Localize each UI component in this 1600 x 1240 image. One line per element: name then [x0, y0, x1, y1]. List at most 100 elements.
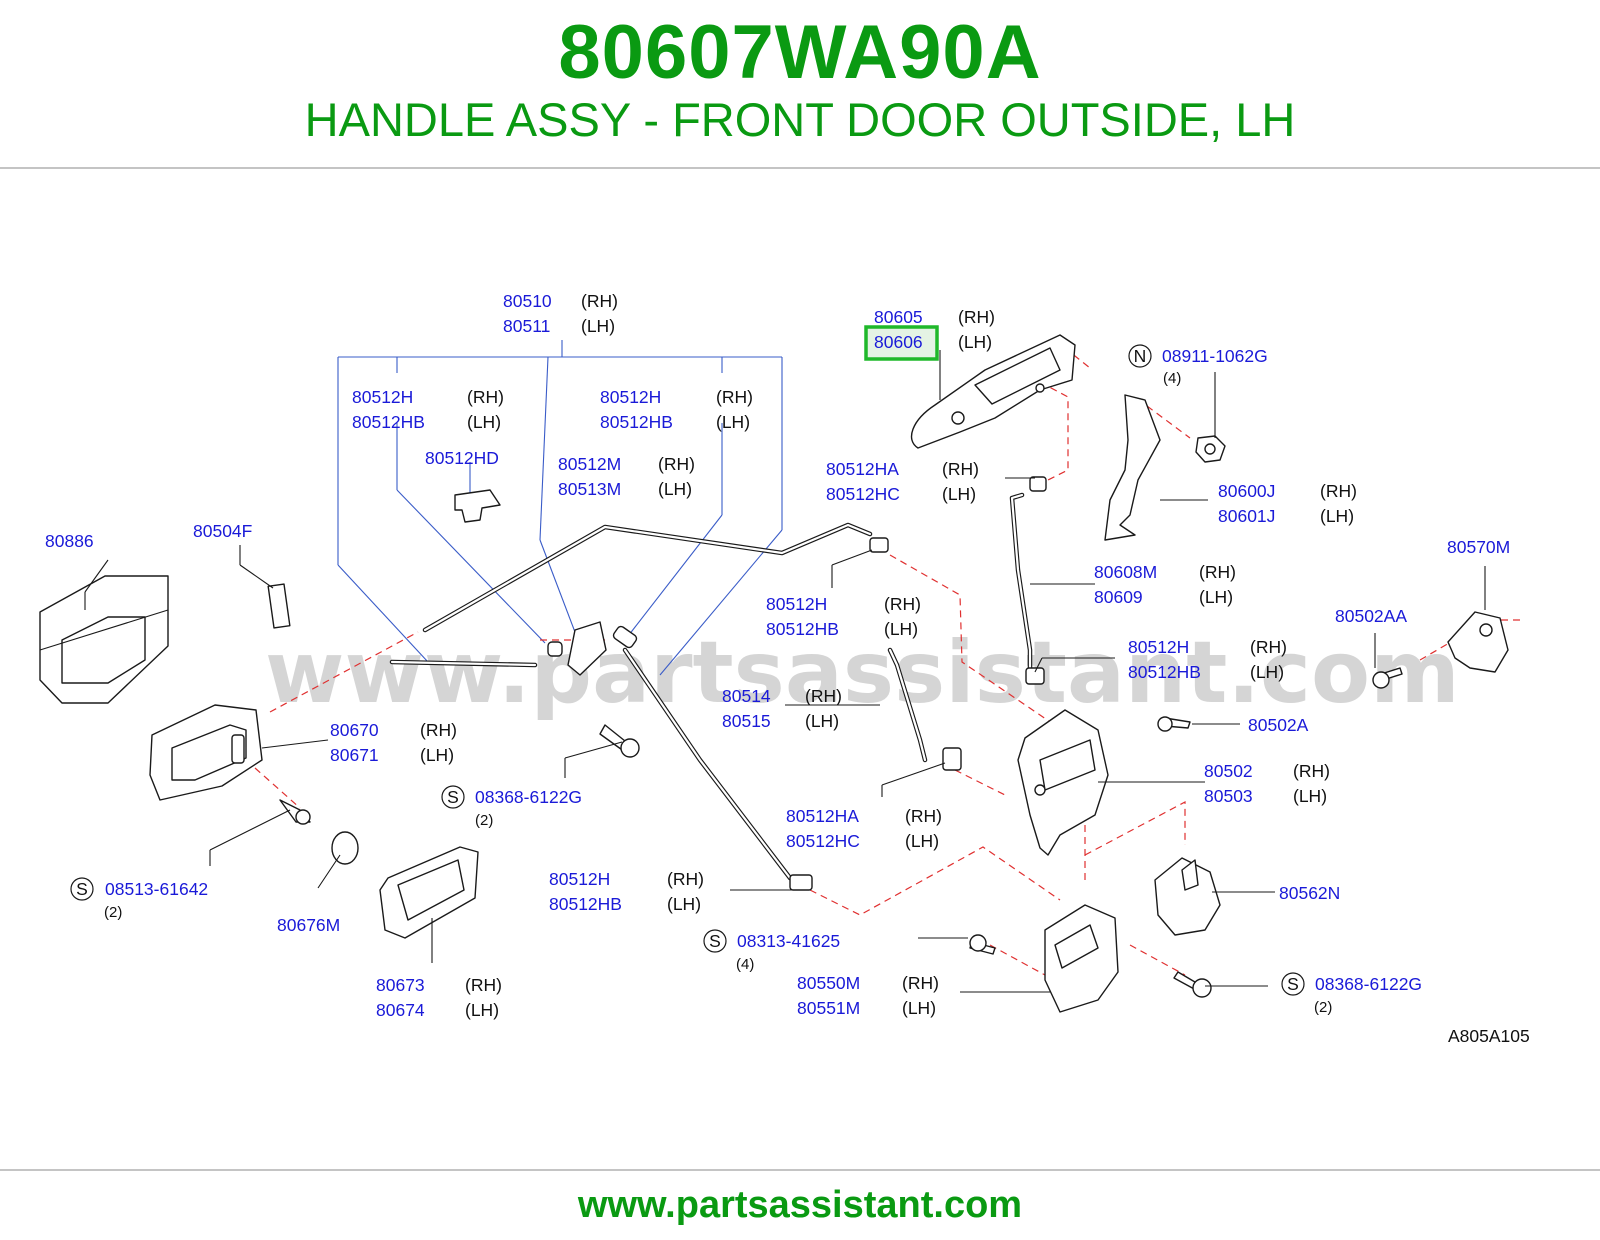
part-80670-inside-handle-drawing [149, 704, 263, 801]
label-80515[interactable]: 80515 [722, 711, 771, 731]
label-80886[interactable]: 80886 [45, 531, 94, 551]
side-80550M: (RH) [902, 973, 939, 993]
label-80512H-a[interactable]: 80512H [352, 387, 413, 407]
label-80504F[interactable]: 80504F [193, 521, 252, 541]
label-80512HB-e[interactable]: 80512HB [549, 894, 622, 914]
label-80551M[interactable]: 80551M [797, 998, 860, 1018]
rod-group-bracket [337, 340, 783, 676]
side-80512H-b: (RH) [716, 387, 753, 407]
part-80676M-cap-drawing [331, 831, 359, 865]
highlight-80606-box [864, 325, 939, 361]
part-description: HANDLE ASSY - FRONT DOOR OUTSIDE, LH [304, 93, 1296, 146]
label-08368-6122G-b[interactable]: 08368-6122G [1315, 974, 1422, 994]
label-08313-41625[interactable]: 08313-41625 [737, 931, 840, 951]
side-80605: (RH) [958, 307, 995, 327]
part-80570M-striker-drawing [1447, 611, 1509, 673]
label-80512HB-b[interactable]: 80512HB [600, 412, 673, 432]
label-08513-61642[interactable]: 08513-61642 [105, 879, 208, 899]
label-80570M[interactable]: 80570M [1447, 537, 1510, 557]
label-80512HB-a[interactable]: 80512HB [352, 412, 425, 432]
label-80676M[interactable]: 80676M [277, 915, 340, 935]
side-80512H-d: (RH) [1250, 637, 1287, 657]
callout-labels: 80510 (RH) 80511 (LH) 80512H (RH) 80512H… [45, 291, 1530, 1046]
side-80512HB-a: (LH) [467, 412, 501, 432]
label-80510[interactable]: 80510 [503, 291, 552, 311]
side-80513M: (LH) [658, 479, 692, 499]
code-08513: S [76, 879, 88, 899]
side-80512HB-d: (LH) [1250, 662, 1284, 682]
side-80502: (RH) [1293, 761, 1330, 781]
clip-drawings [547, 476, 1047, 891]
leader-lines [84, 350, 1486, 993]
label-80609[interactable]: 80609 [1094, 587, 1143, 607]
label-80512HA-b[interactable]: 80512HA [786, 806, 859, 826]
label-80502AA[interactable]: 80502AA [1335, 606, 1407, 626]
side-80512H-c: (RH) [884, 594, 921, 614]
label-80512H-b[interactable]: 80512H [600, 387, 661, 407]
side-80503: (LH) [1293, 786, 1327, 806]
label-80512HC-a[interactable]: 80512HC [826, 484, 900, 504]
label-80608M[interactable]: 80608M [1094, 562, 1157, 582]
code-08911: N [1134, 346, 1147, 366]
side-80600J: (RH) [1320, 481, 1357, 501]
label-80512HD[interactable]: 80512HD [425, 448, 499, 468]
label-80511[interactable]: 80511 [503, 316, 550, 336]
part-80504F-drawing [267, 583, 291, 629]
side-80512H-e: (RH) [667, 869, 704, 889]
watermark-text: www.partsassistant.com [265, 623, 1460, 723]
side-80608M: (RH) [1199, 562, 1236, 582]
label-80601J[interactable]: 80601J [1218, 506, 1275, 526]
label-80550M[interactable]: 80550M [797, 973, 860, 993]
label-08911-1062G[interactable]: 08911-1062G [1162, 346, 1268, 366]
qty-08313: (4) [736, 956, 754, 973]
label-80502[interactable]: 80502 [1204, 761, 1253, 781]
label-80512HC-b[interactable]: 80512HC [786, 831, 860, 851]
code-circle-08368-a [441, 785, 465, 809]
side-80673: (RH) [465, 975, 502, 995]
part-80886-drawing [39, 575, 169, 704]
side-80512H-a: (RH) [467, 387, 504, 407]
label-80673[interactable]: 80673 [376, 975, 425, 995]
code-circle-08368-b [1281, 972, 1305, 996]
label-80514[interactable]: 80514 [722, 686, 771, 706]
footer-url-link[interactable]: www.partsassistant.com [577, 1184, 1023, 1226]
side-80512HB-c: (LH) [884, 619, 918, 639]
label-80512HB-c[interactable]: 80512HB [766, 619, 839, 639]
qty-08368-a: (2) [475, 812, 493, 829]
code-circle-08313 [703, 929, 727, 953]
label-80512HB-d[interactable]: 80512HB [1128, 662, 1201, 682]
label-80674[interactable]: 80674 [376, 1000, 425, 1020]
label-80512M[interactable]: 80512M [558, 454, 621, 474]
label-80512H-c[interactable]: 80512H [766, 594, 827, 614]
label-80513M[interactable]: 80513M [558, 479, 621, 499]
part-08911-nut-drawing [1195, 435, 1226, 463]
side-80512HC-b: (LH) [905, 831, 939, 851]
qty-08911: (4) [1163, 370, 1181, 387]
side-80512M: (RH) [658, 454, 695, 474]
label-80562N[interactable]: 80562N [1279, 883, 1340, 903]
side-80671: (LH) [420, 745, 454, 765]
qty-08513: (2) [104, 904, 122, 921]
label-80512HA-a[interactable]: 80512HA [826, 459, 899, 479]
label-08368-6122G-a[interactable]: 08368-6122G [475, 787, 582, 807]
screw-drawings [279, 667, 1403, 998]
code-08368-a: S [447, 787, 459, 807]
label-80605[interactable]: 80605 [874, 307, 923, 327]
side-80512HA-a: (RH) [942, 459, 979, 479]
label-80512H-d[interactable]: 80512H [1128, 637, 1189, 657]
side-80515: (LH) [805, 711, 839, 731]
label-80503[interactable]: 80503 [1204, 786, 1253, 806]
label-80671[interactable]: 80671 [330, 745, 379, 765]
label-80606[interactable]: 80606 [874, 332, 923, 352]
part-80562N-drawing [1154, 857, 1221, 936]
qty-08368-b: (2) [1314, 999, 1332, 1016]
label-80670[interactable]: 80670 [330, 720, 379, 740]
label-80512H-e[interactable]: 80512H [549, 869, 610, 889]
code-08368-b: S [1287, 974, 1299, 994]
label-80502A[interactable]: 80502A [1248, 715, 1309, 735]
side-80512HB-b: (LH) [716, 412, 750, 432]
side-80510: (RH) [581, 291, 618, 311]
side-80512HB-e: (LH) [667, 894, 701, 914]
label-80600J[interactable]: 80600J [1218, 481, 1275, 501]
